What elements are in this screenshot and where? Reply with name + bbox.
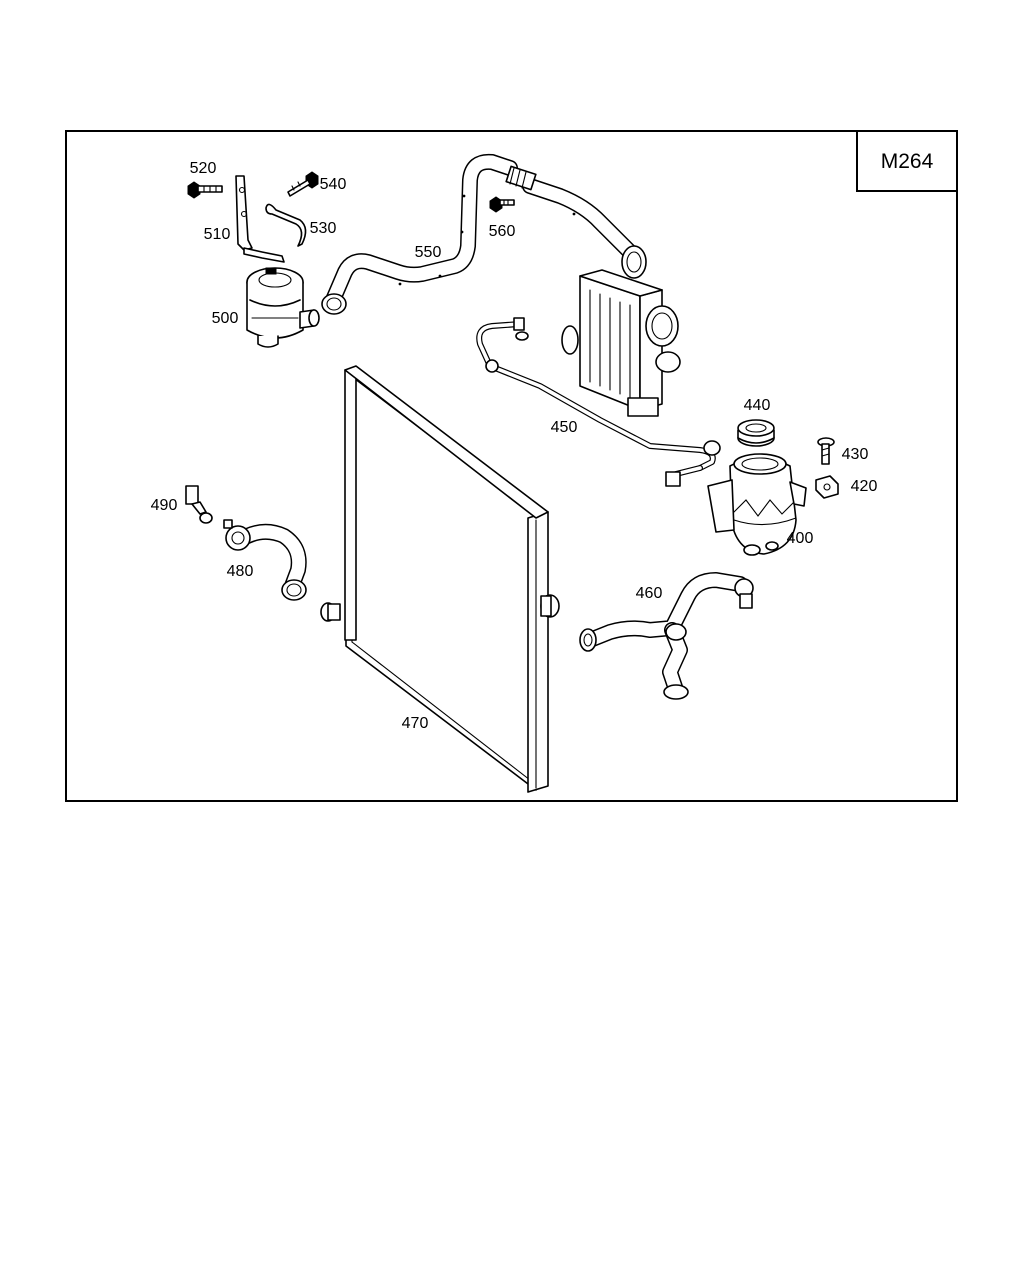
callout-420: 420 bbox=[851, 478, 878, 495]
radiator-part-470 bbox=[320, 365, 560, 793]
callout-550: 550 bbox=[415, 244, 442, 261]
callout-510: 510 bbox=[204, 226, 231, 243]
hose-part-550 bbox=[321, 153, 647, 315]
callout-490: 490 bbox=[151, 497, 178, 514]
callout-430: 430 bbox=[842, 446, 869, 463]
clamp-part-530 bbox=[265, 203, 307, 247]
callout-460: 460 bbox=[636, 585, 663, 602]
bolt-part-520 bbox=[187, 181, 223, 199]
bracket-part-510 bbox=[235, 175, 285, 263]
hose-part-460 bbox=[579, 572, 754, 700]
callout-480: 480 bbox=[227, 563, 254, 580]
callout-500: 500 bbox=[212, 310, 239, 327]
line-part-450 bbox=[476, 317, 721, 487]
callout-530: 530 bbox=[310, 220, 337, 237]
callout-560: 560 bbox=[489, 223, 516, 240]
diagram-frame bbox=[65, 130, 958, 802]
callout-450: 450 bbox=[551, 419, 578, 436]
callout-470: 470 bbox=[402, 715, 429, 732]
screw-part-430 bbox=[817, 437, 835, 465]
pump-part-500 bbox=[246, 267, 320, 348]
heat-exchanger bbox=[561, 269, 681, 417]
cap-part-440 bbox=[737, 419, 775, 447]
callout-440: 440 bbox=[744, 397, 771, 414]
model-code-box: M264 bbox=[856, 131, 957, 192]
expansion-tank-part-400 bbox=[707, 453, 807, 556]
screw-part-560 bbox=[489, 196, 515, 213]
callout-540: 540 bbox=[320, 176, 347, 193]
model-code-label: M264 bbox=[881, 150, 934, 173]
clip-nut-part-420 bbox=[815, 475, 839, 499]
callout-400: 400 bbox=[787, 530, 814, 547]
sensor-part-490 bbox=[185, 485, 213, 524]
bolt-part-540 bbox=[287, 171, 319, 197]
callout-520: 520 bbox=[190, 160, 217, 177]
hose-part-480 bbox=[223, 519, 307, 601]
